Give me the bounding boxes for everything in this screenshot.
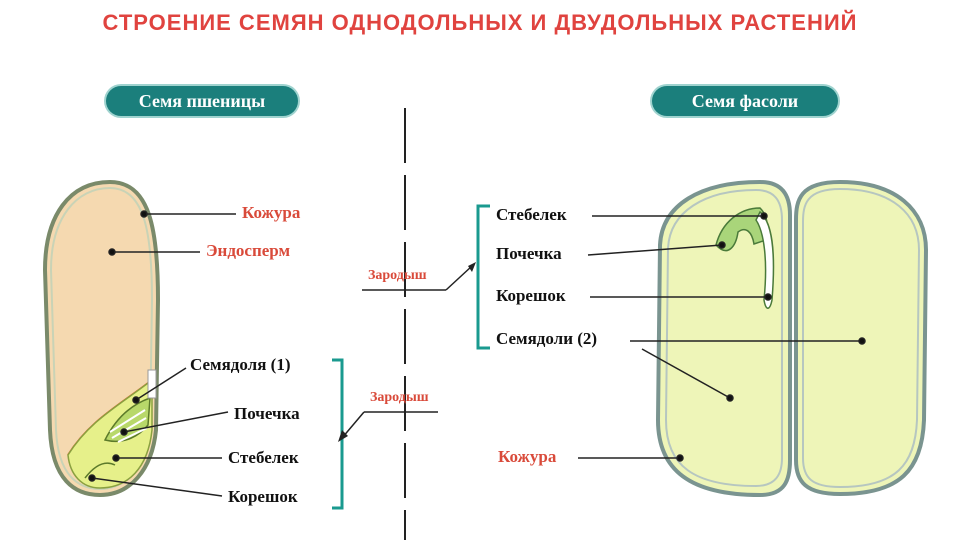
- wheat-radicle: [84, 462, 116, 479]
- bean-embryo-bracket: [476, 204, 490, 350]
- bean-label-semyadoli: Семядоли (2): [496, 329, 598, 348]
- bean-label-koreshok: Корешок: [496, 286, 566, 305]
- bean-label-kozhura: Кожура: [498, 447, 557, 466]
- wheat-label-koreshok: Корешок: [228, 487, 298, 506]
- wheat-seed-coat-inner: [49, 186, 154, 491]
- wheat-label-pochechka: Почечка: [234, 404, 300, 423]
- wheat-seed: [42, 179, 161, 498]
- wheat-label-kozhura: Кожура: [242, 203, 301, 222]
- wheat-label-endosperm: Эндосперм: [206, 241, 291, 260]
- wheat-label-semyadolya: Семядоля (1): [190, 355, 291, 374]
- bean-label-stebelek: Стебелек: [496, 205, 567, 224]
- wheat-seed-heading: Семя пшеницы: [106, 86, 298, 116]
- wheat-embryo-bracket: [332, 358, 344, 510]
- diagram-title: СТРОЕНИЕ СЕМЯН ОДНОДОЛЬНЫХ И ДВУДОЛЬНЫХ …: [102, 10, 858, 35]
- embryo-label-wheat: Зародыш: [370, 390, 429, 405]
- bean-seed: [655, 179, 929, 498]
- bean-cotyledon-left: [664, 188, 783, 488]
- bean-seed-heading: Семя фасоли: [652, 86, 838, 116]
- embryo-label-bean: Зародыш: [368, 268, 427, 283]
- bean-hypocotyl: [755, 210, 775, 309]
- wheat-label-stebelek: Стебелек: [228, 448, 299, 467]
- bean-label-pochechka: Почечка: [496, 244, 562, 263]
